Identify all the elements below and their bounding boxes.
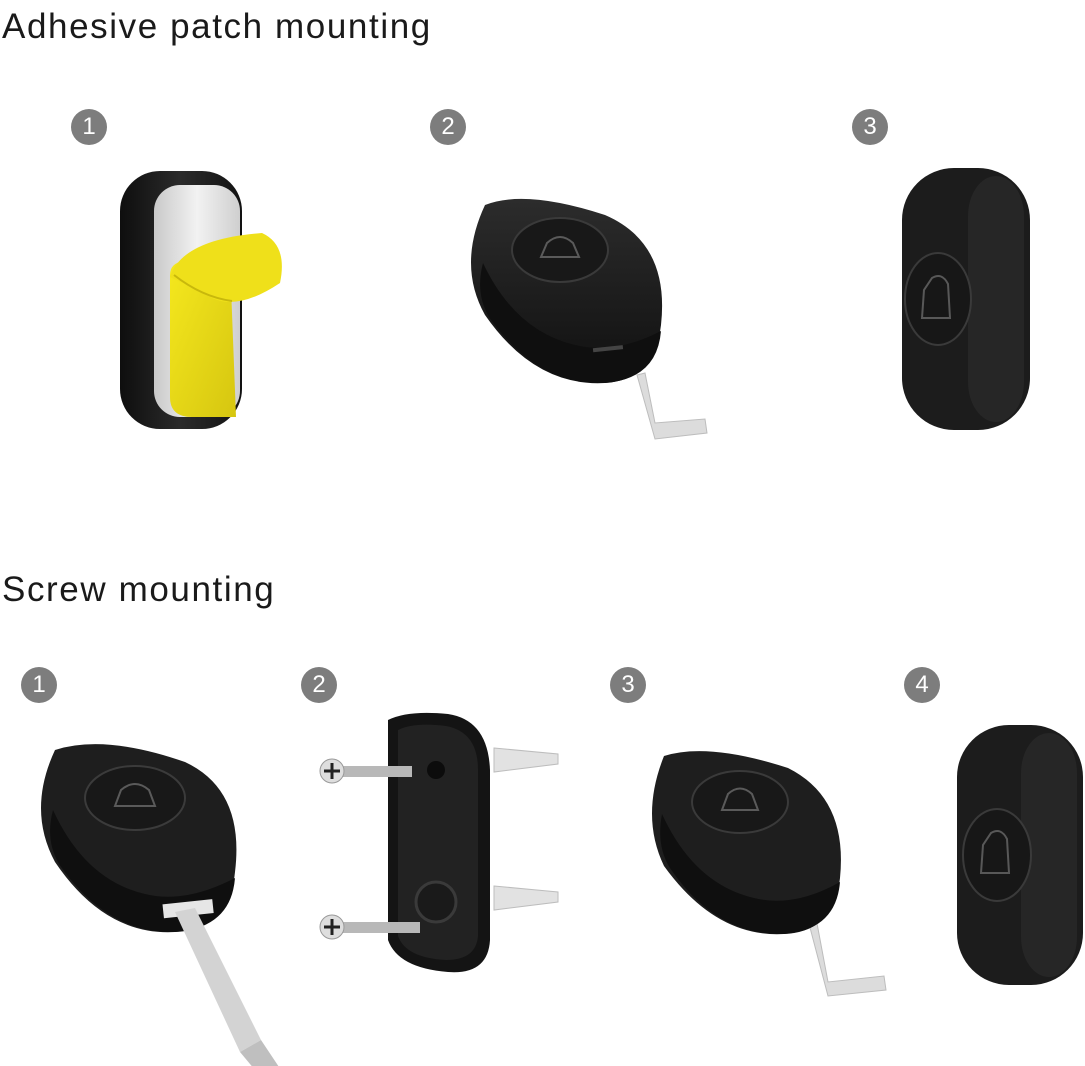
bell-icon — [979, 830, 1011, 874]
screw-step-3-illustration — [648, 750, 888, 1000]
adhesive-step-2-badge: 2 — [430, 109, 466, 145]
bell-icon — [720, 787, 760, 811]
screw-step-3-badge: 3 — [610, 667, 646, 703]
adhesive-step-1-illustration — [112, 165, 292, 435]
wall-anchor-icon — [493, 747, 559, 773]
screw-step-2-badge: 2 — [301, 667, 337, 703]
bell-icon — [539, 236, 581, 258]
screw-step-1-illustration — [35, 740, 335, 1066]
screw-step-4-badge: 4 — [904, 667, 940, 703]
adhesive-step-3-badge: 3 — [852, 109, 888, 145]
screw-step-4-illustration — [957, 725, 1085, 987]
screw-step-2-illustration — [318, 710, 568, 980]
screw-icon — [319, 758, 412, 784]
adhesive-step-1-badge: 1 — [71, 109, 107, 145]
adhesive-step-3-illustration — [902, 168, 1032, 433]
wall-anchor-icon — [493, 885, 559, 911]
screwdriver-icon — [175, 908, 279, 1066]
adhesive-step-2-illustration — [465, 195, 708, 445]
screw-icon — [319, 914, 420, 940]
screw-section-title: Screw mounting — [2, 570, 276, 609]
adhesive-section-title: Adhesive patch mounting — [2, 7, 432, 46]
screw-step-1-badge: 1 — [21, 667, 57, 703]
bell-icon — [920, 275, 952, 319]
bell-icon — [113, 783, 157, 807]
